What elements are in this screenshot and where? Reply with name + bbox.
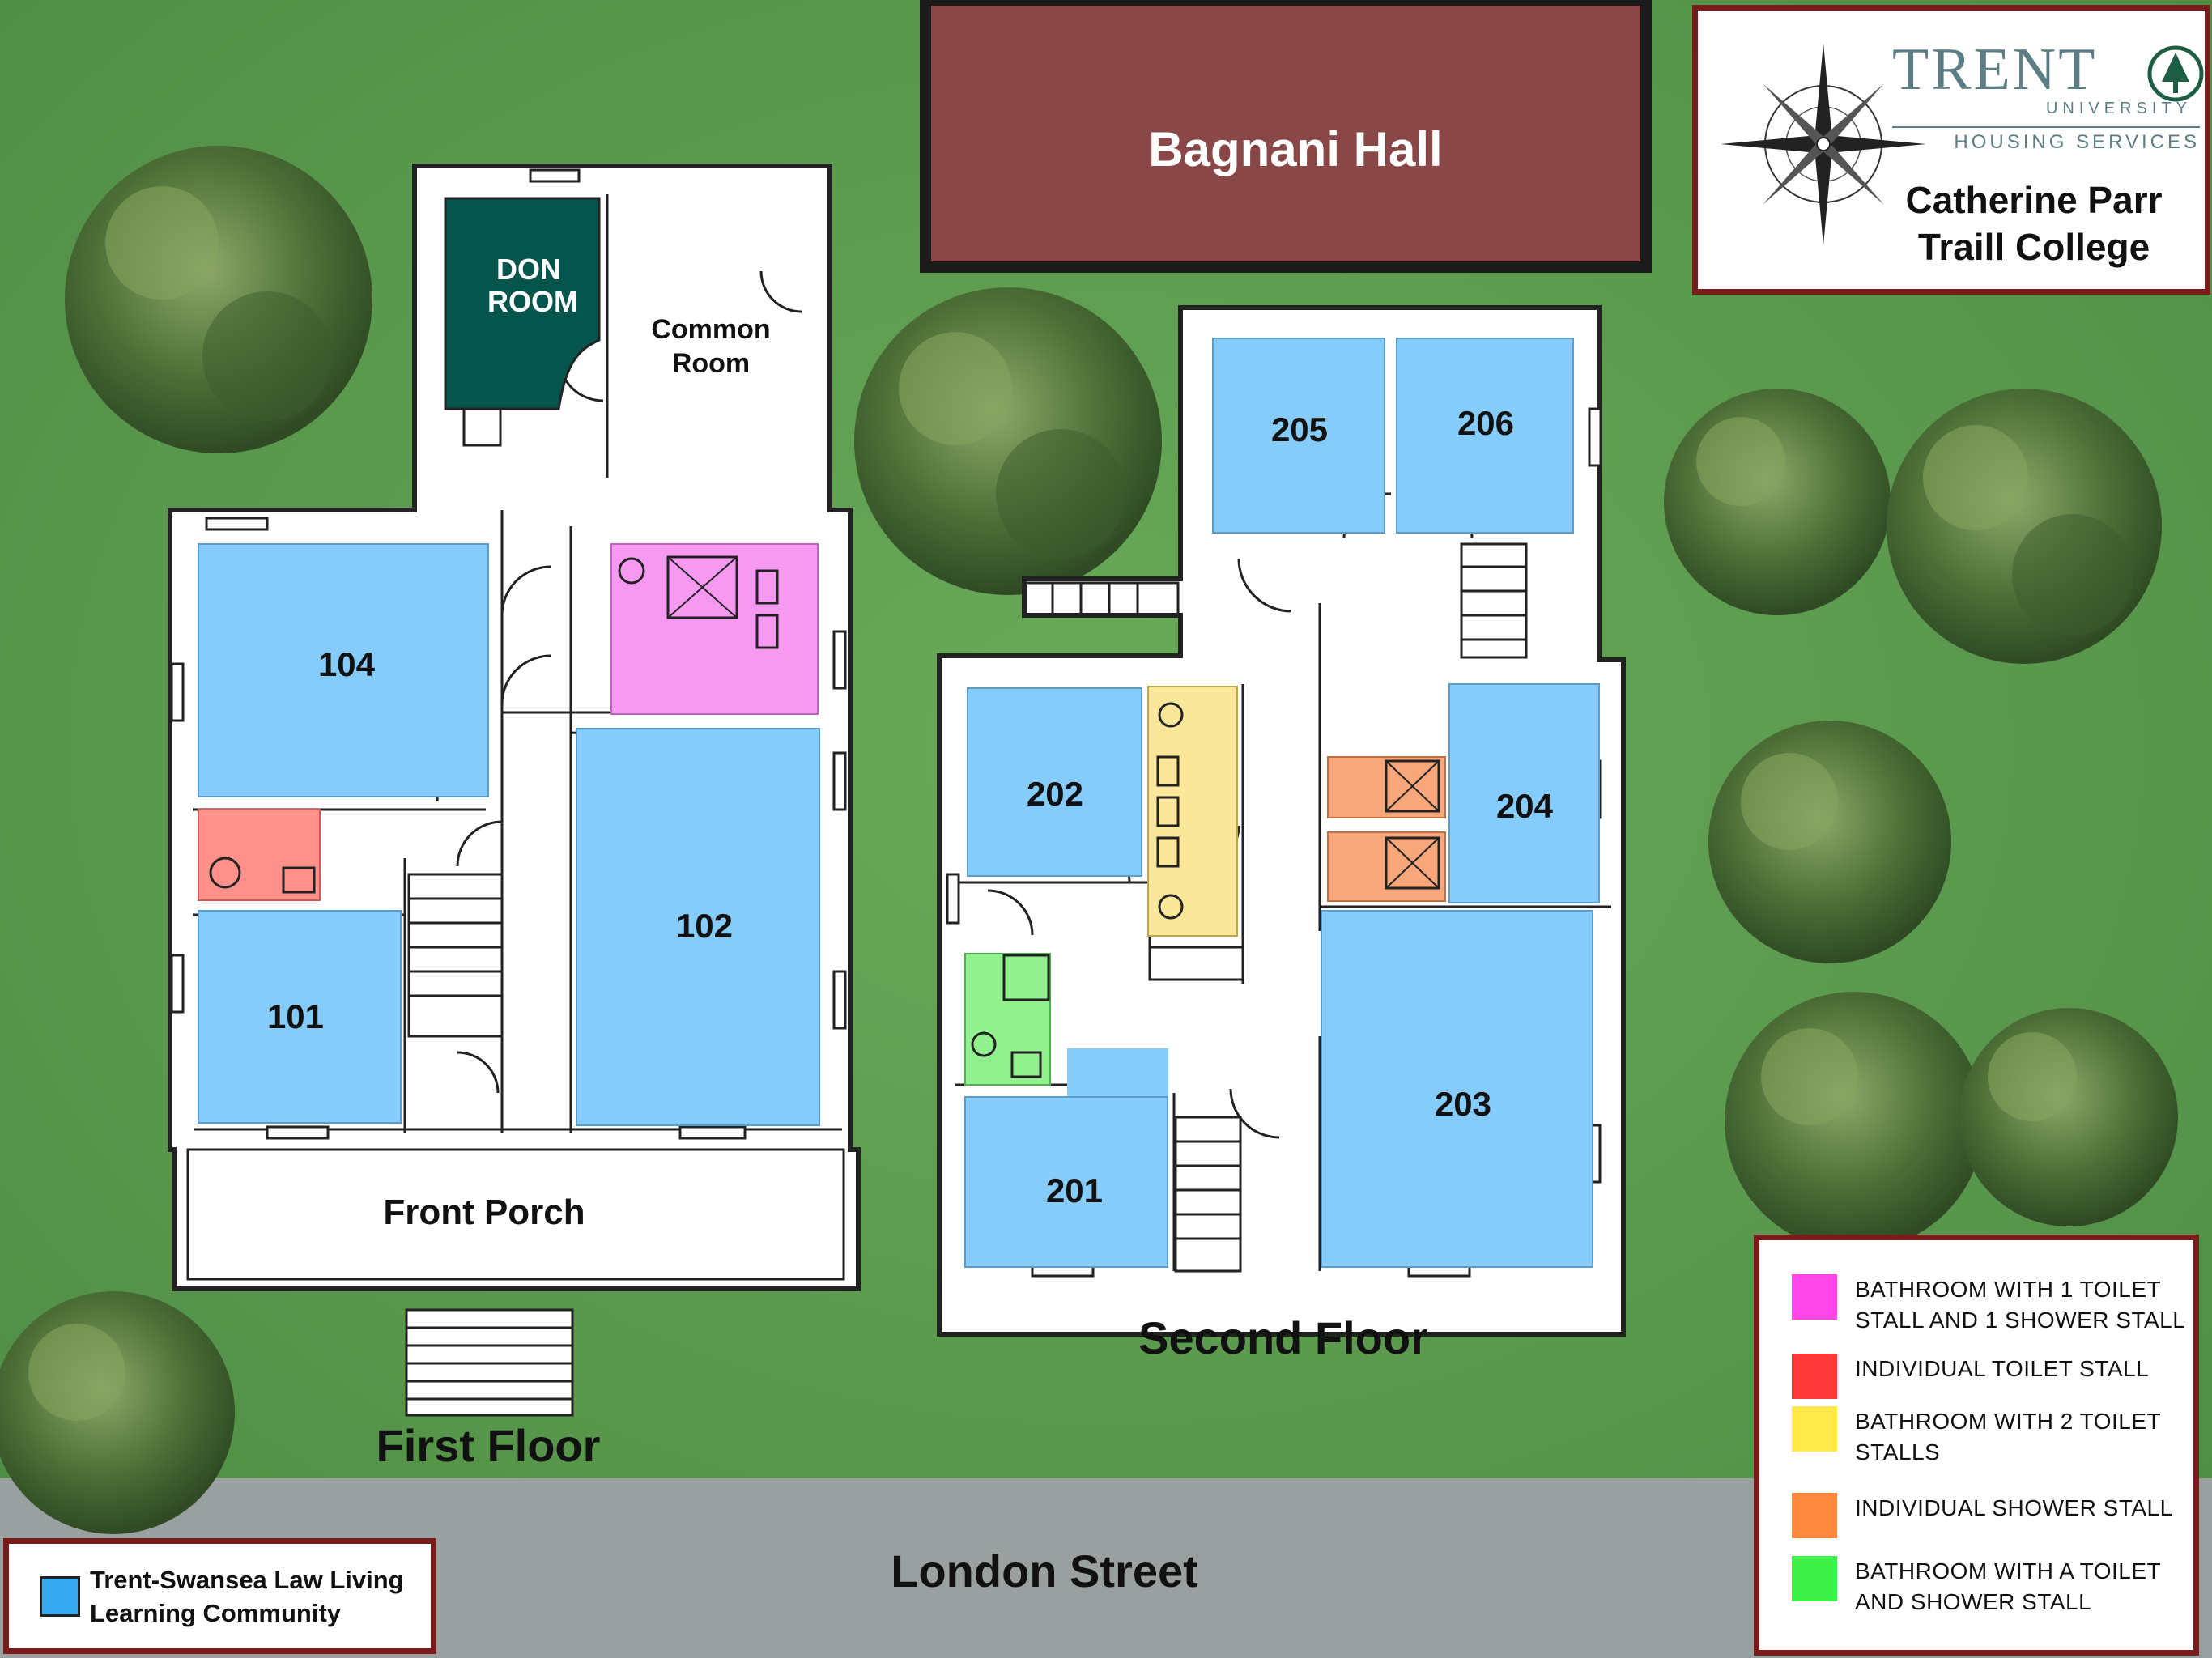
college-name: Catherine Parr Traill College [1860,176,2208,270]
legend-label: BATHROOM WITH A TOILET AND SHOWER STALL [1855,1558,2161,1614]
legend-swatch [1792,1406,1837,1452]
tree-icon [1664,389,1891,615]
bagnani-hall-label: Bagnani Hall [1148,122,1442,176]
logo-university: UNIVERSITY [2045,100,2192,117]
sink-icon [1010,1051,1042,1078]
shower-icon [1002,954,1050,1001]
room-201[interactable] [964,1096,1168,1268]
shared-bathroom-yellow [1147,686,1238,937]
trent-tree-icon [2147,45,2204,102]
shared-bathroom-first [610,543,819,715]
trees [0,146,2178,1534]
room-202[interactable] [967,687,1142,877]
toilet-stall-first [198,809,321,901]
logo-panel: TRENT UNIVERSITY HOUSING SERVICES Cather… [1692,5,2210,295]
legend-label: BATHROOM WITH 2 TOILET STALLS [1855,1409,2161,1465]
common-room-label-1: Common [651,314,770,345]
trent-logo: TRENT UNIVERSITY HOUSING SERVICES [1892,40,2200,154]
sink-icon [282,866,316,894]
shared-bathroom-green [964,953,1051,1086]
college-name-line2: Traill College [1917,226,2150,268]
front-porch-label: Front Porch [383,1192,585,1232]
common-room-label-2: Room [672,348,750,379]
legend-item: INDIVIDUAL SHOWER STALL [1792,1493,2195,1538]
shower-icon [1385,759,1440,813]
tree-icon [1725,992,1984,1251]
room-102-label: 102 [676,907,733,945]
room-205[interactable] [1212,338,1385,534]
sink-icon [1156,836,1180,868]
community-legend: Trent-Swansea Law Living Learning Commun… [3,1538,436,1654]
second-floor-label: Second Floor [1138,1312,1428,1363]
room-201-label: 201 [1046,1171,1103,1209]
room-204-label: 204 [1496,787,1554,825]
legend-label: INDIVIDUAL TOILET STALL [1855,1356,2150,1381]
room-205-label: 205 [1271,410,1328,449]
toilet-icon [1158,702,1184,728]
shower-icon [1385,836,1440,890]
tree-icon [65,146,372,453]
toilet-icon [971,1031,997,1057]
tree-icon [1708,721,1951,963]
first-floor-label: First Floor [376,1420,601,1471]
shower-icon [666,555,738,619]
legend-label: INDIVIDUAL SHOWER STALL [1855,1495,2173,1520]
bathroom-legend: BATHROOM WITH 1 TOILET STALL AND 1 SHOWE… [1754,1235,2199,1656]
tree-icon [854,287,1162,595]
room-204[interactable] [1448,683,1600,903]
community-label: Trent-Swansea Law Living Learning Commun… [90,1566,404,1627]
compass-icon [1721,43,1926,245]
room-203-label: 203 [1435,1085,1491,1123]
bagnani-hall [920,0,1652,273]
legend-swatch [1792,1556,1837,1601]
shower-icon [462,407,502,447]
community-swatch [40,1576,80,1617]
don-room-label-2: ROOM [487,285,578,318]
legend-item: BATHROOM WITH A TOILET AND SHOWER STALL [1792,1556,2195,1618]
legend-label: BATHROOM WITH 1 TOILET STALL AND 1 SHOWE… [1855,1277,2186,1333]
room-203[interactable] [1321,910,1593,1268]
sink-icon [1156,755,1180,787]
legend-item: INDIVIDUAL TOILET STALL [1792,1354,2195,1399]
room-206[interactable] [1396,338,1574,534]
tree-icon [0,1291,235,1534]
logo-housing-services: HOUSING SERVICES [1892,126,2200,154]
toilet-icon [1158,894,1184,920]
toilet-icon [209,857,241,889]
logo-wordmark: TRENT [1892,36,2098,103]
don-room-label-1: DON [496,253,561,286]
room-206-label: 206 [1457,404,1514,442]
tree-icon [1887,389,2162,664]
room-101-label: 101 [267,997,324,1035]
legend-swatch [1792,1274,1837,1320]
sink-icon [755,569,779,605]
room-101[interactable] [198,910,402,1124]
legend-item: BATHROOM WITH 2 TOILET STALLS [1792,1406,2195,1468]
room-104-label: 104 [318,645,376,683]
room-202-label: 202 [1027,775,1083,813]
room-104[interactable] [198,543,489,797]
legend-item: BATHROOM WITH 1 TOILET STALL AND 1 SHOWE… [1792,1274,2195,1336]
legend-swatch [1792,1354,1837,1399]
college-name-line1: Catherine Parr [1905,179,2163,221]
don-room [444,197,601,410]
street-label: London Street [891,1545,1198,1596]
legend-swatch [1792,1493,1837,1538]
room-201-alcove [1067,1048,1168,1097]
toilet-icon [618,557,645,585]
sink-icon [1156,796,1180,827]
room-102[interactable] [576,728,820,1126]
tree-icon [1959,1008,2178,1226]
sink-icon [755,614,779,649]
